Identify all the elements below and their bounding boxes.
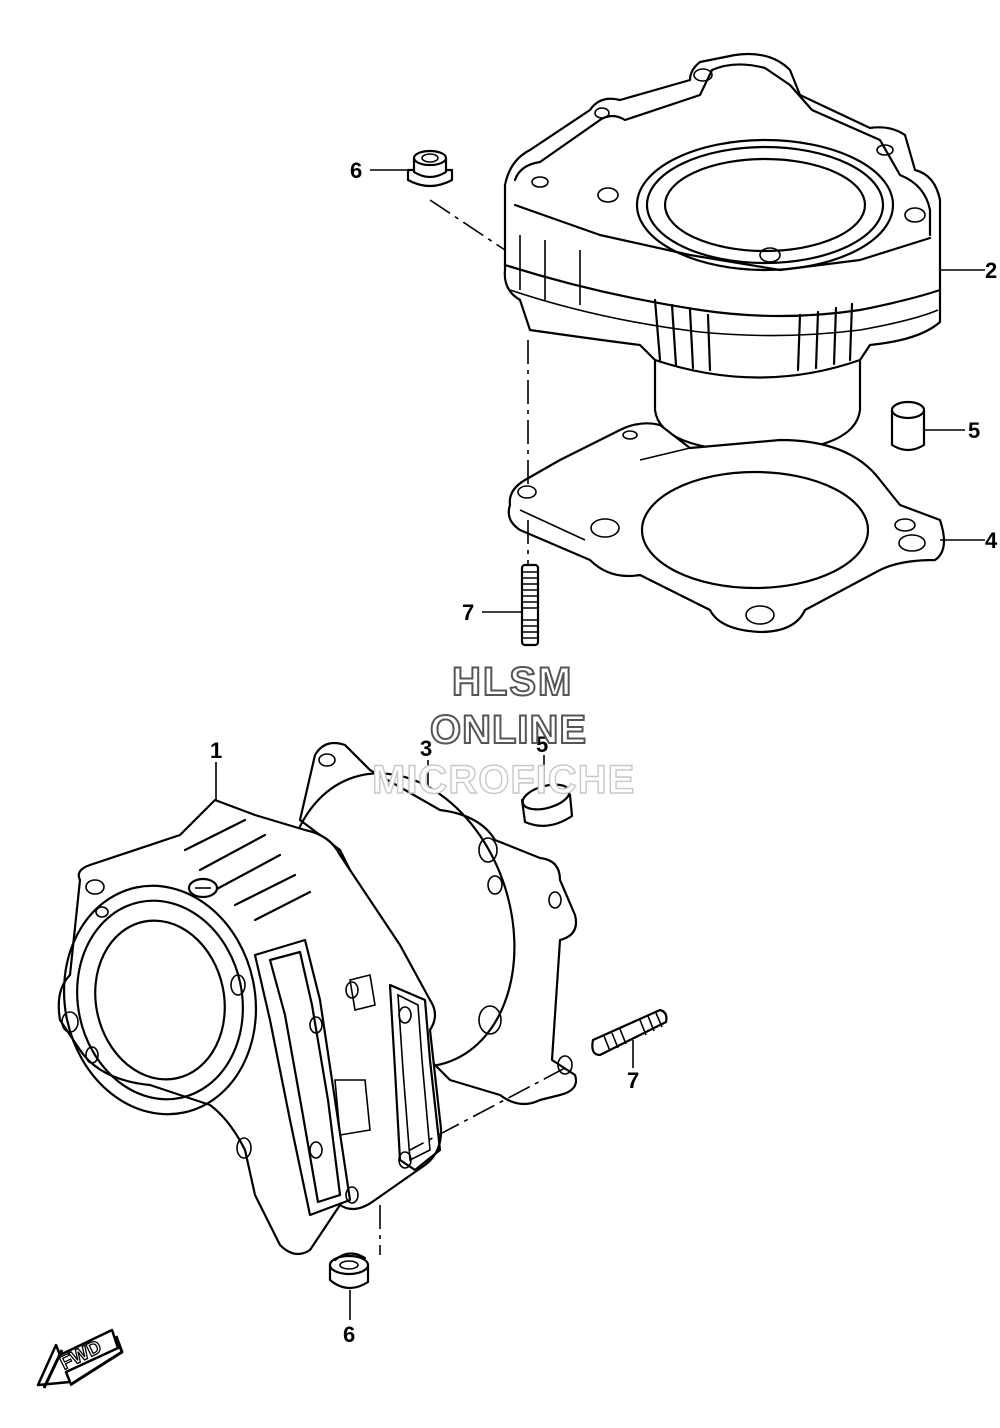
part-7-stud-bottom bbox=[591, 1008, 668, 1057]
watermark-line-2: ONLINE bbox=[429, 707, 588, 753]
callout-3: 3 bbox=[420, 736, 432, 761]
part-6-nut-bottom bbox=[328, 1252, 370, 1290]
watermark-line-3: MICROFICHE bbox=[371, 757, 636, 802]
fwd-arrow: FWD bbox=[36, 1328, 124, 1389]
callout-2: 2 bbox=[985, 258, 997, 283]
watermark-line-1: HLSM bbox=[451, 659, 574, 705]
part-7-stud-top bbox=[520, 563, 540, 647]
callout-4: 4 bbox=[985, 528, 998, 553]
assembly-line-nut-top bbox=[429, 199, 506, 251]
callout-5-bottom: 5 bbox=[536, 732, 548, 757]
assembly-line-stud-bottom bbox=[409, 1067, 566, 1151]
callout-1: 1 bbox=[210, 738, 222, 763]
part-1-cylinder-bottom bbox=[57, 798, 443, 1256]
part-4-gasket-top bbox=[507, 422, 946, 634]
part-2-cylinder-top bbox=[503, 52, 942, 454]
callout-7-bottom: 7 bbox=[627, 1068, 639, 1093]
callout-6-top: 6 bbox=[350, 158, 362, 183]
part-3-gasket-bottom bbox=[284, 741, 578, 1106]
callout-7-top: 7 bbox=[462, 600, 474, 625]
part-5-dowel-bottom bbox=[520, 783, 574, 827]
callout-6-bottom: 6 bbox=[343, 1322, 355, 1347]
part-6-nut-top bbox=[406, 149, 454, 188]
part-5-dowel-top bbox=[890, 400, 926, 452]
callout-5-top: 5 bbox=[968, 418, 980, 443]
